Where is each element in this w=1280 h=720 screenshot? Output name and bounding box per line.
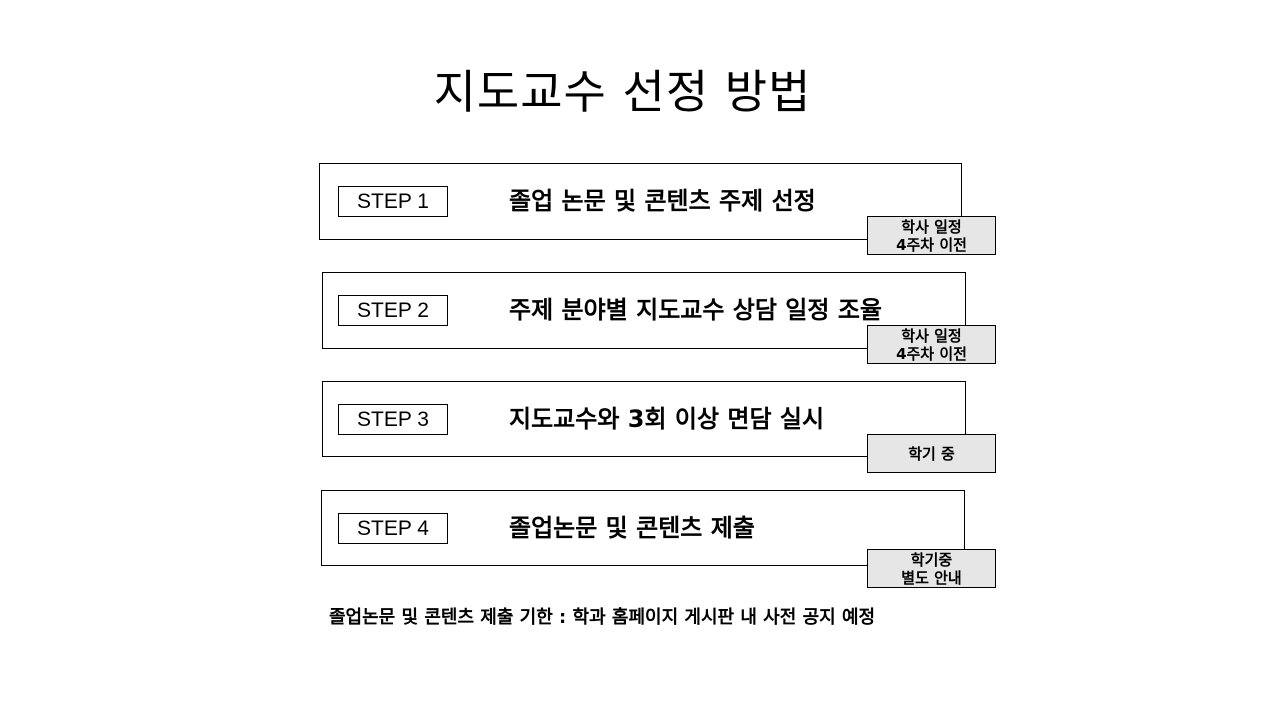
step-2-tag-line1: 학사 일정 bbox=[901, 326, 962, 345]
step-4-box: STEP 4 졸업논문 및 콘텐츠 제출 bbox=[321, 490, 965, 566]
step-2-text: 주제 분야별 지도교수 상담 일정 조율 bbox=[509, 296, 882, 324]
step-3-text: 지도교수와 3회 이상 면담 실시 bbox=[509, 405, 825, 433]
step-4-schedule-tag: 학기중 별도 안내 bbox=[867, 549, 996, 588]
step-1-tag-line1: 학사 일정 bbox=[901, 217, 962, 236]
step-1-text: 졸업 논문 및 콘텐츠 주제 선정 bbox=[509, 187, 816, 215]
step-1-box: STEP 1 졸업 논문 및 콘텐츠 주제 선정 bbox=[319, 163, 962, 240]
step-4-tag-line1: 학기중 bbox=[910, 550, 953, 569]
page-title: 지도교수 선정 방법 bbox=[433, 65, 812, 119]
step-3-schedule-tag: 학기 중 bbox=[867, 434, 996, 473]
deadline-note: 졸업논문 및 콘텐츠 제출 기한 : 학과 홈페이지 게시판 내 사전 공지 예… bbox=[329, 607, 876, 628]
step-2-schedule-tag: 학사 일정 4주차 이전 bbox=[867, 325, 996, 364]
step-1-label: STEP 1 bbox=[338, 186, 448, 217]
step-1-schedule-tag: 학사 일정 4주차 이전 bbox=[867, 216, 996, 255]
step-2-box: STEP 2 주제 분야별 지도교수 상담 일정 조율 bbox=[322, 272, 966, 349]
step-4-label: STEP 4 bbox=[338, 513, 448, 544]
step-2-label: STEP 2 bbox=[338, 295, 448, 326]
step-1-tag-line2: 4주차 이전 bbox=[896, 235, 967, 254]
step-3-tag-line1: 학기 중 bbox=[908, 444, 955, 463]
step-3-box: STEP 3 지도교수와 3회 이상 면담 실시 bbox=[322, 381, 966, 457]
step-4-text: 졸업논문 및 콘텐츠 제출 bbox=[509, 514, 755, 542]
step-3-label: STEP 3 bbox=[338, 404, 448, 435]
step-2-tag-line2: 4주차 이전 bbox=[896, 344, 967, 363]
step-4-tag-line2: 별도 안내 bbox=[901, 568, 962, 587]
